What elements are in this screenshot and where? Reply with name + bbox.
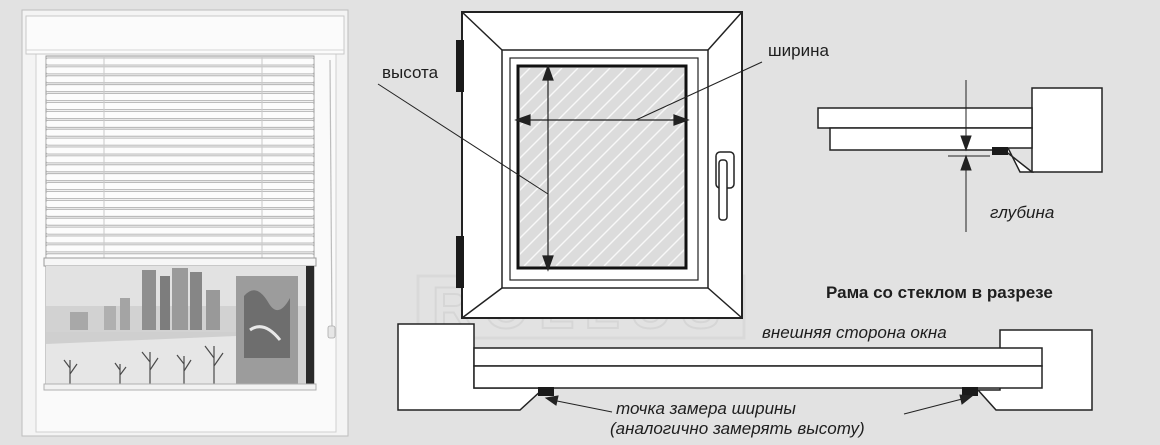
window-handle bbox=[715, 151, 735, 221]
glass-hatch-line bbox=[635, 217, 684, 266]
depth-gasket bbox=[992, 147, 1008, 155]
blinds-photo bbox=[21, 9, 349, 437]
glass-hatch-line bbox=[523, 105, 684, 266]
city-view bbox=[46, 266, 314, 386]
blind-slats bbox=[45, 57, 315, 262]
glass-hatch-line bbox=[520, 68, 627, 175]
depth-section bbox=[817, 80, 1103, 232]
glass-hatch-line bbox=[716, 68, 914, 266]
glass-hatch-line bbox=[520, 68, 659, 207]
blind-slat bbox=[45, 119, 315, 128]
glass-hatch-line bbox=[520, 68, 579, 127]
frame-section bbox=[397, 323, 1093, 415]
blind-slat bbox=[45, 226, 315, 235]
glass-lower bbox=[473, 365, 1043, 389]
blind-slat bbox=[45, 84, 315, 93]
blind-slat bbox=[45, 235, 315, 244]
blind-slat bbox=[45, 146, 315, 155]
gasket-right bbox=[962, 387, 978, 396]
section-title: Рама со стеклом в разрезе bbox=[826, 283, 1053, 302]
blind-slat bbox=[45, 66, 315, 75]
blind-slat bbox=[45, 128, 315, 137]
glass-hatch-line bbox=[587, 169, 684, 266]
hinge-bottom bbox=[456, 236, 464, 288]
label-depth: глубина bbox=[990, 203, 1054, 222]
label-height: высота bbox=[382, 63, 439, 82]
blind-slat bbox=[45, 57, 315, 66]
blind-slat bbox=[45, 111, 315, 119]
label-measure-point: точка замера ширины bbox=[616, 399, 796, 418]
glass-hatch-line bbox=[603, 185, 684, 266]
glass-hatch-line bbox=[520, 68, 611, 159]
hinge-top bbox=[456, 40, 464, 92]
blind-slat bbox=[45, 137, 315, 146]
blind-slat bbox=[45, 173, 315, 182]
blind-slat bbox=[45, 199, 315, 208]
glass-hatch-line bbox=[619, 201, 684, 266]
blind-slat bbox=[45, 182, 315, 191]
glass-hatch-line bbox=[520, 89, 684, 255]
blind-headrail bbox=[25, 15, 345, 55]
glass-hatch-line bbox=[571, 153, 684, 266]
glass-hatch-line bbox=[520, 68, 643, 191]
height-dimension bbox=[542, 64, 554, 272]
blind-slat bbox=[45, 155, 315, 164]
blind-slat bbox=[45, 164, 315, 173]
glass-hatch-line bbox=[520, 68, 595, 143]
gasket-left bbox=[538, 387, 554, 396]
blind-slat bbox=[45, 191, 315, 199]
glass-upper bbox=[473, 347, 1043, 367]
blind-slat bbox=[45, 244, 315, 253]
blind-slat bbox=[45, 93, 315, 101]
glass-hatch-line bbox=[539, 121, 684, 266]
glass-hatch-line bbox=[555, 137, 684, 266]
glass-hatch-line bbox=[520, 68, 675, 223]
blind-slat bbox=[45, 208, 315, 217]
blind-slat bbox=[45, 217, 315, 226]
label-outer-side: внешняя сторона окна bbox=[762, 323, 947, 342]
width-dimension bbox=[514, 114, 690, 126]
blind-slat bbox=[45, 102, 315, 110]
window-front-view bbox=[377, 11, 914, 319]
label-width: ширина bbox=[768, 41, 829, 60]
label-measure-note: (аналогично замерять высоту) bbox=[610, 419, 865, 438]
control-cord bbox=[329, 59, 333, 331]
blind-bottom-rail bbox=[43, 257, 317, 267]
glass-hatch-line bbox=[520, 73, 684, 239]
glass-hatch-line bbox=[520, 68, 563, 111]
blind-slat bbox=[45, 75, 315, 84]
